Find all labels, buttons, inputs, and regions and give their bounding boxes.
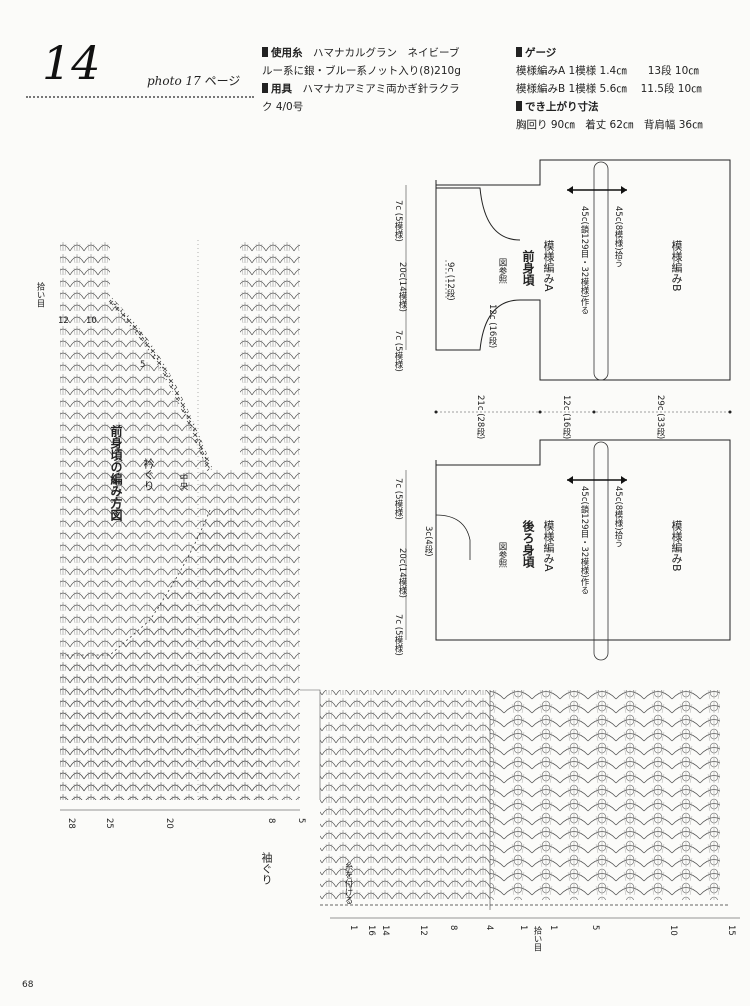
col-label-25: 25: [104, 818, 114, 829]
gauge-line-a: 模様編みA 1模様 1.4㎝ 13段 10㎝: [516, 65, 699, 77]
back-dim-neck-depth: 3c(4段): [423, 526, 433, 557]
photo-ref-label: photo 17: [147, 74, 201, 88]
col-label-20: 20: [164, 818, 174, 829]
pick-up-top-label: 拾い目: [35, 282, 45, 308]
bottom-label-8: 8: [448, 925, 458, 931]
bottom-label-14: 14: [380, 925, 390, 936]
photo-ref-suffix: ページ: [204, 74, 241, 88]
length-dim-2: 12c (16段): [561, 395, 571, 440]
front-schematic: [405, 159, 731, 381]
bullet-square-icon: [262, 83, 268, 93]
chart-title: 前身頃の編み方図: [109, 425, 123, 521]
length-dimension-line: [434, 410, 732, 414]
row-label-10: 10: [86, 316, 97, 326]
yarn-text-1: ハマナカルグラン ネイビーブ: [313, 47, 460, 59]
yarn-text-2: ルー系に銀・ブルー系ノット入り(8)210g: [262, 65, 461, 77]
photo-reference: photo 17 ページ: [147, 72, 240, 89]
row-label-5: 5: [140, 360, 146, 370]
bottom-label-15: 15: [726, 925, 736, 936]
front-dim-shoulder: 7c (5模様): [393, 200, 403, 242]
bullet-square-icon: [516, 47, 522, 57]
front-dim-width: 20c(14模様): [397, 262, 407, 312]
center-label: 中央: [178, 473, 188, 490]
bottom-label-12: 12: [418, 925, 428, 936]
col-label-28: 28: [66, 818, 76, 829]
tools-text-2: ク 4/0号: [262, 101, 304, 113]
back-pattern-a: 模様編みA: [542, 520, 555, 572]
front-dim-make: 45c(鎖129目・32模様)作る: [579, 206, 589, 315]
bullet-square-icon: [516, 101, 522, 111]
materials-block: 使用糸 ハマナカルグラン ネイビーブ ルー系に銀・ブルー系ノット入り(8)210…: [262, 44, 504, 116]
tools-label: 用具: [271, 83, 292, 95]
lower-chart-pattern: [320, 690, 730, 910]
back-dim-shoulder: 7c (5模様): [393, 478, 403, 520]
front-dim-pick: 45c(8模様)拾う: [613, 206, 623, 268]
back-body-name: 後ろ身頃: [521, 520, 535, 568]
bottom-label-1a: 1: [348, 925, 358, 931]
bottom-label-1c: 1: [548, 925, 558, 931]
bottom-label-5: 5: [590, 925, 600, 931]
front-dim-neck-lower: 12c (16段): [487, 304, 497, 349]
tools-text-1: ハマナカアミアミ両かぎ針ラクラ: [302, 83, 460, 95]
front-pattern-a: 模様編みA: [542, 240, 555, 292]
row-label-12: 12: [58, 316, 69, 326]
front-chart-pattern: [60, 240, 321, 800]
back-dim-make: 45c(鎖129目・32模様)作る: [579, 486, 589, 595]
gauge-line-b: 模様編みB 1模様 5.6㎝ 11.5段 10㎝: [516, 83, 702, 95]
length-dim-3: 29c (33段): [655, 395, 665, 440]
finished-size-label: でき上がり寸法: [525, 101, 599, 113]
front-body-name: 前身頃: [521, 250, 535, 286]
front-dim-side: 7c (5模様): [393, 330, 403, 372]
front-pattern-b: 模様編みB: [670, 240, 683, 292]
col-label-5: 5: [296, 818, 306, 824]
gauge-label: ゲージ: [525, 47, 557, 59]
bottom-label-1b: 1: [518, 925, 528, 931]
pattern-number: 14: [42, 36, 101, 90]
bottom-label-10: 10: [668, 925, 678, 936]
yarn-label: 使用糸: [271, 47, 303, 59]
gauge-block: ゲージ 模様編みA 1模様 1.4㎝ 13段 10㎝ 模様編みB 1模様 5.6…: [516, 44, 748, 134]
col-label-8: 8: [266, 818, 276, 824]
back-pattern-b: 模様編みB: [670, 520, 683, 572]
title-dotted-rule: [26, 96, 254, 98]
back-schematic: [405, 439, 731, 661]
armhole-label: 袖ぐり: [260, 852, 273, 885]
bottom-label-16: 16: [366, 925, 376, 936]
bottom-axis-ticks: [60, 809, 740, 919]
back-dim-side: 7c (5模様): [393, 614, 403, 656]
front-dim-neck-depth: 9c (12段): [445, 262, 455, 301]
bottom-label-4: 4: [484, 925, 494, 931]
length-dim-1: 21c (28段): [475, 395, 485, 440]
yarn-attach-label: 糸を付ける: [343, 862, 353, 905]
back-dim-pick: 45c(8模様)拾う: [613, 486, 623, 548]
pick-up-bottom-label: 拾い目: [532, 926, 542, 952]
page-number: 68: [22, 980, 34, 990]
back-dim-width: 20c(14模様): [397, 548, 407, 598]
finished-size-text: 胸回り 90㎝ 着丈 62㎝ 背肩幅 36㎝: [516, 119, 703, 131]
bullet-square-icon: [262, 47, 268, 57]
neckline-label: 衿ぐり: [142, 458, 155, 491]
front-ref: 図参照: [497, 258, 507, 284]
back-ref: 図参照: [497, 542, 507, 568]
